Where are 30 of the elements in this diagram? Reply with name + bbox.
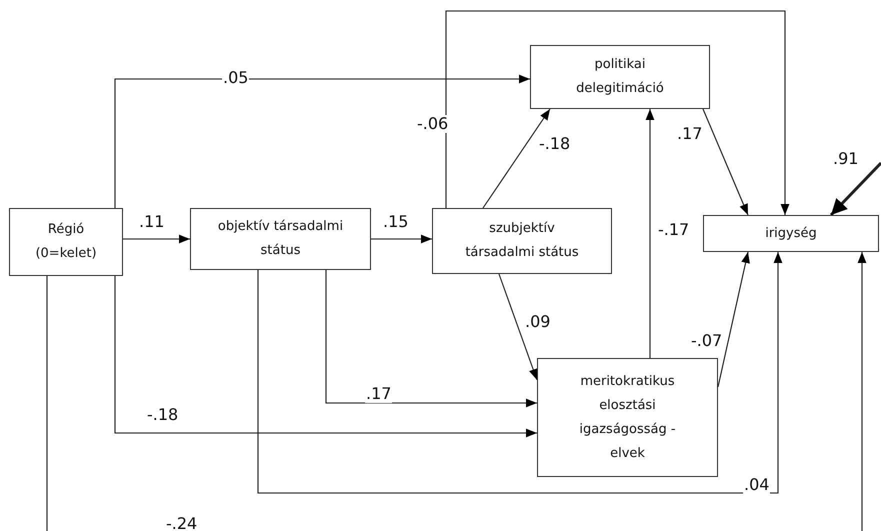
path-arrow: [325, 270, 537, 408]
path-arrow: [445, 10, 790, 215]
variable-box: [9, 208, 123, 276]
path-coefficient: -.24: [165, 515, 198, 531]
variable-label: irigység: [764, 224, 818, 242]
path-arrow: [498, 274, 538, 380]
variable-label: Régió (0=kelet): [34, 221, 98, 263]
path-arrow: [257, 252, 782, 494]
variable-box: [190, 208, 371, 270]
path-arrow: [482, 108, 550, 208]
path-arrow: [123, 234, 190, 244]
path-coefficient: .04: [743, 476, 770, 494]
variable-label: meritokratikus elosztási igazságosság - elvek: [578, 372, 677, 462]
path-arrow: [114, 74, 530, 208]
variable-box: [432, 208, 612, 274]
path-arrow: [114, 276, 537, 438]
path-arrow: [371, 234, 432, 244]
path-coefficient: -.06: [416, 115, 450, 133]
variable-label: szubjektív társadalmi státus: [464, 220, 580, 262]
path-arrow: [46, 252, 866, 531]
path-coefficient: .17: [365, 385, 392, 403]
variable-label: objektív társadalmi státus: [216, 218, 344, 260]
path-arrow: [717, 252, 750, 388]
path-arrow: [646, 109, 654, 358]
path-arrow: [702, 108, 748, 216]
variable-box: [537, 358, 718, 477]
error-term-arrow: [830, 162, 881, 216]
variable-box: [530, 45, 710, 109]
variable-box: [703, 215, 879, 252]
variable-label: politikai delegitimáció: [575, 56, 665, 98]
